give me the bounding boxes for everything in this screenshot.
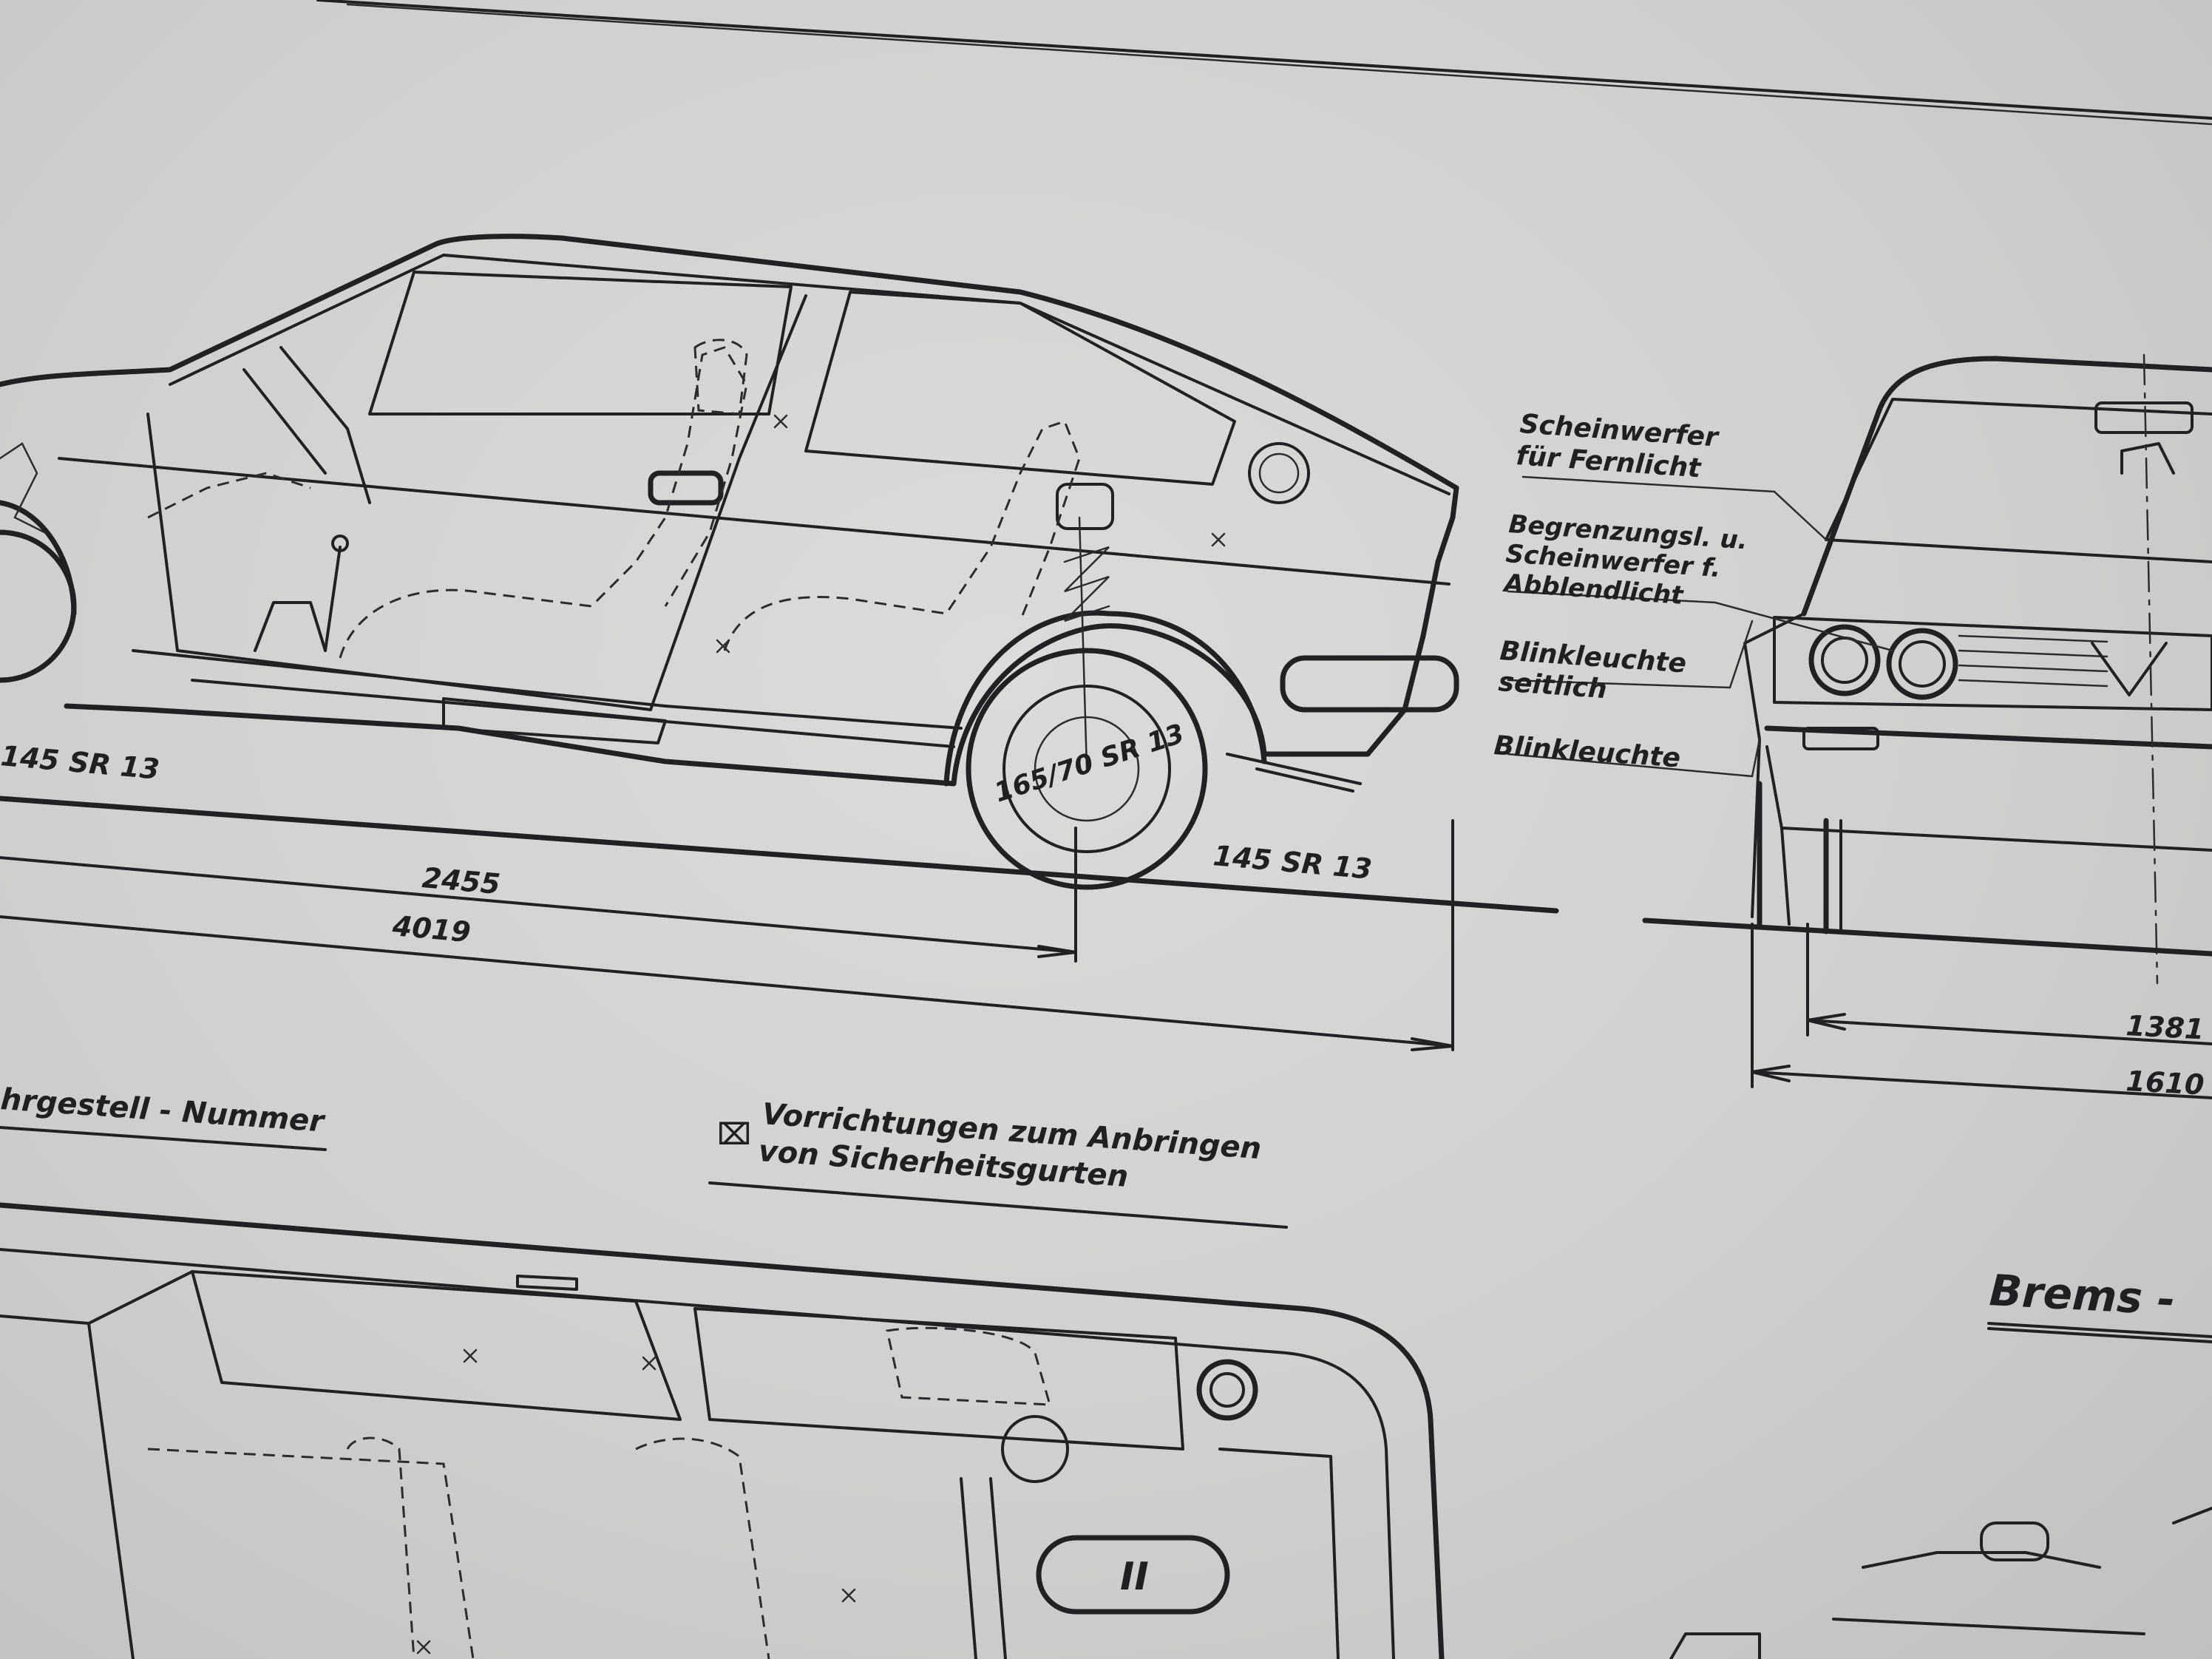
indicator-label: Blinkleuchte	[1493, 730, 1681, 774]
track-dimension: 1381	[2126, 1009, 2205, 1045]
front-view-dimension-labels: 1381 1610	[2126, 1009, 2205, 1101]
plan-view-car: II	[0, 1202, 1445, 1659]
brakes-heading: Brems -	[1988, 1265, 2177, 1325]
front-view-labels: Scheinwerfer für Fernlicht Begrenzungsl.…	[1493, 409, 1748, 774]
seatbelt-marker-symbol: ⌧	[717, 1118, 751, 1152]
front-view-dimensions	[1642, 917, 2212, 1099]
headlight-left	[1808, 624, 1881, 696]
page-border	[316, 0, 2212, 126]
headlight-right	[1886, 628, 1958, 700]
overall-length-dimension: 4019	[390, 909, 472, 949]
fuel-tank-label: II	[1120, 1555, 1149, 1599]
front-view-car	[1743, 353, 2212, 985]
rear-wheel	[966, 648, 1208, 890]
overall-width-dimension: 1610	[2126, 1065, 2205, 1101]
side-view-labels: 145 SR 13 165/70 SR 13 145 SR 13 2455 40…	[0, 719, 1374, 949]
front-tyre-size: 145 SR 13	[1212, 839, 1373, 886]
side-view-car	[0, 234, 1459, 890]
wheelbase-dimension: 2455	[421, 861, 501, 900]
brakes-section: Brems -	[1669, 1265, 2212, 1659]
wheel-tyre-size: 165/70 SR 13	[991, 719, 1188, 809]
side-view-dimensions	[0, 795, 1559, 1051]
fuel-tank	[1036, 1535, 1230, 1615]
side-indicator-label-line2: seitlich	[1497, 667, 1608, 705]
rear-tyre-size: 145 SR 13	[0, 739, 161, 786]
legend: hrgestell - Nummer ⌧ Vorrichtungen zum A…	[0, 1082, 1288, 1229]
front-view-leaders	[1507, 475, 1894, 778]
